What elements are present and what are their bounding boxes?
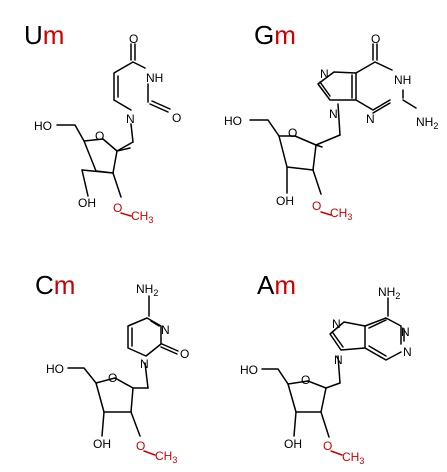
cm-atoms: NH2 N O N HO O OH O CH3 [46,282,189,465]
atom-n: N [161,323,170,337]
atom-ho: HO [224,114,242,128]
panel-label: Am [257,270,296,300]
atom-nh: NH [394,73,411,87]
atom-o-methoxy: O [323,439,332,453]
atom-nh: NH [146,71,163,85]
atom-n: N [401,325,410,339]
panel-gm: Gm O NH N N N NH2 HO O OH O CH3 [224,20,438,222]
atom-o-ring: O [301,373,310,387]
gm-bonds [249,43,417,216]
um-bonds [56,43,171,217]
atom-oh: OH [276,194,294,208]
atom-oh: OH [284,437,302,451]
panel-cm: Cm NH2 N O N HO O OH O CH3 [35,270,189,465]
atom-methyl: CH3 [330,206,352,222]
atom-o: O [129,32,138,46]
am-bonds [261,297,405,456]
atom-methyl: CH3 [342,450,364,466]
panel-label: Cm [35,270,75,300]
atom-o-ring: O [95,129,104,143]
atom-ho: HO [34,119,52,133]
atom-o-ring: O [288,126,297,140]
panel-label: Um [24,20,64,50]
atom-o-methoxy: O [136,439,145,453]
atom-nh2: NH2 [136,282,158,298]
um-atoms: O NH O N HO O OH O CH3 [34,32,181,225]
atom-oh: OH [78,196,96,210]
atom-n: N [403,345,412,359]
atom-n: N [329,107,338,121]
atom-methyl: CH3 [155,449,177,465]
base-letter: U [24,20,43,50]
atom-o-methoxy: O [113,201,122,215]
modification-letter: m [274,20,296,50]
atom-n: N [334,353,343,367]
panel-am: Am NH2 N N N N HO O OH O CH3 [240,270,412,466]
cm-bonds [67,295,179,456]
atom-n: N [366,112,375,126]
atom-o-methoxy: O [312,199,321,213]
base-letter: C [35,270,54,300]
atom-n: N [320,67,329,81]
base-letter: G [254,20,274,50]
base-letter: A [257,270,275,300]
panel-um: Um O NH O N HO O OH O CH3 [24,20,181,225]
atom-o: O [371,32,380,46]
modification-letter: m [43,20,65,50]
am-atoms: NH2 N N N N HO O OH O CH3 [240,285,412,466]
atom-o: O [180,347,189,361]
atom-ho: HO [46,362,64,376]
panel-label: Gm [254,20,296,50]
atom-oh: OH [93,437,111,451]
gm-atoms: O NH N N N NH2 HO O OH O CH3 [224,32,438,222]
atom-ho: HO [240,363,258,377]
atom-n: N [126,112,135,126]
atom-nh2: NH2 [416,115,438,131]
atom-o: O [172,111,181,125]
atom-n: N [140,357,149,371]
modification-letter: m [54,270,76,300]
atom-o-ring: O [108,371,117,385]
atom-n: N [332,317,341,331]
atom-methyl: CH3 [131,209,153,225]
modification-letter: m [274,270,296,300]
atom-nh2: NH2 [378,285,400,301]
